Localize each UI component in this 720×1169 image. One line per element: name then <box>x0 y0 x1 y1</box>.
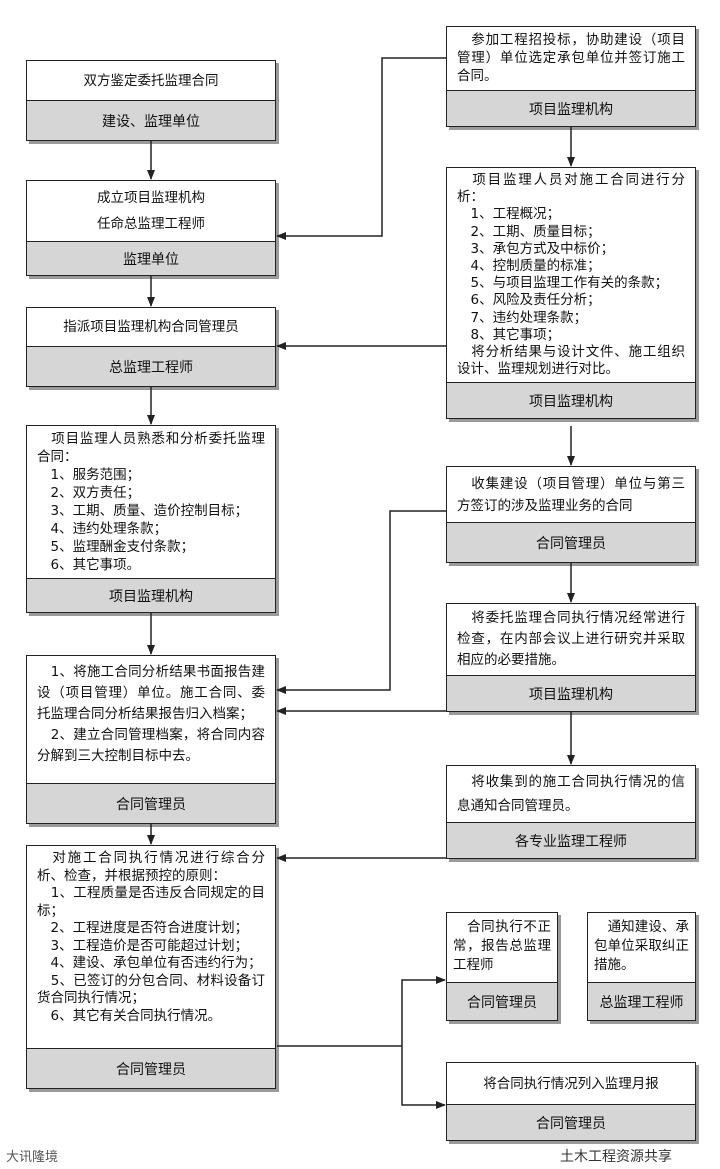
box-assign-manager: 指派项目监理机构合同管理员 总监理工程师 <box>26 307 276 387</box>
box-corrective-measures-text: 通知建设、承包单位采取纠正措施。 <box>594 919 689 973</box>
arrow-l6-to-r6 <box>401 976 446 1046</box>
box-monthly-report-text: 将合同执行情况列入监理月报 <box>483 1075 659 1092</box>
box-bidding-role: 项目监理机构 <box>447 90 695 126</box>
box-analyze-supervision-contract-role: 项目监理机构 <box>27 578 275 612</box>
box-bidding: 参加工程招投标，协助建设（项目管理）单位选定承包单位并签订施工合同。 项目监理机… <box>446 26 696 127</box>
box-analyze-construction-contract-text: 项目监理人员对施工合同进行分析： 1、工程概况； 2、工期、质量目标； 3、承包… <box>457 172 685 378</box>
box-analyze-construction-contract-role: 项目监理机构 <box>447 382 695 418</box>
box-report-archive-text: 1、将施工合同分析结果书面报告建设（项目管理）单位。施工合同、委托监理合同分析结… <box>37 664 265 764</box>
arrow-r3-to-l5 <box>276 510 446 694</box>
box-check-execution: 将委托监理合同执行情况经常进行检查，在内部会议上进行研究并采取相应的必要措施。 … <box>446 603 696 712</box>
box-monthly-report: 将合同执行情况列入监理月报 合同管理员 <box>446 1062 696 1141</box>
box-establish-agency-role: 监理单位 <box>27 241 275 275</box>
box-bidding-text: 参加工程招投标，协助建设（项目管理）单位选定承包单位并签订施工合同。 <box>457 32 685 84</box>
box-analyze-supervision-contract: 项目监理人员熟悉和分析委托监理合同： 1、服务范围； 2、双方责任； 3、工期、… <box>26 425 276 613</box>
box-establish-agency: 成立项目监理机构 任命总监理工程师 监理单位 <box>26 180 276 276</box>
watermark-right: 土木工程资源共享 <box>560 1149 672 1165</box>
box-abnormal-report-text: 合同执行不正常，报告总监理工程师 <box>453 919 551 973</box>
box-collect-third-party: 收集建设（项目管理）单位与第三方签订的涉及监理业务的合同 合同管理员 <box>446 466 696 563</box>
box-check-execution-role: 项目监理机构 <box>447 675 695 711</box>
box-notify-manager-text: 将收集到的施工合同执行情况的信息通知合同管理员。 <box>457 774 685 814</box>
box-comprehensive-analysis-role: 合同管理员 <box>27 1048 275 1088</box>
box-abnormal-report-role: 合同管理员 <box>447 982 557 1020</box>
box-monthly-report-role: 合同管理员 <box>447 1104 695 1140</box>
arrow-r1-to-l2 <box>276 57 446 240</box>
box-abnormal-report: 合同执行不正常，报告总监理工程师 合同管理员 <box>446 912 558 1021</box>
box-analyze-supervision-contract-text: 项目监理人员熟悉和分析委托监理合同： 1、服务范围； 2、双方责任； 3、工期、… <box>37 431 265 573</box>
arrow-l6-to-r8 <box>401 1046 446 1109</box>
box-corrective-measures-role: 总监理工程师 <box>588 982 695 1020</box>
box-assign-manager-text: 指派项目监理机构合同管理员 <box>63 319 239 335</box>
box-establish-agency-text: 成立项目监理机构 任命总监理工程师 <box>97 190 205 232</box>
watermark-left: 大讯隆境 <box>6 1150 59 1165</box>
box-report-archive: 1、将施工合同分析结果书面报告建设（项目管理）单位。施工合同、委托监理合同分析结… <box>26 655 276 824</box>
box-report-archive-role: 合同管理员 <box>27 783 275 823</box>
box-comprehensive-analysis: 对施工合同执行情况进行综合分析、检查，并根据预控的原则： 1、工程质量是否违反合… <box>26 845 276 1089</box>
box-collect-third-party-text: 收集建设（项目管理）单位与第三方签订的涉及监理业务的合同 <box>457 476 685 514</box>
box-notify-manager-role: 各专业监理工程师 <box>447 822 695 858</box>
box-sign-contract-text: 双方鉴定委托监理合同 <box>83 72 219 89</box>
box-corrective-measures: 通知建设、承包单位采取纠正措施。 总监理工程师 <box>587 912 696 1021</box>
box-collect-third-party-role: 合同管理员 <box>447 522 695 562</box>
box-comprehensive-analysis-text: 对施工合同执行情况进行综合分析、检查，并根据预控的原则： 1、工程质量是否违反合… <box>37 850 265 1024</box>
box-analyze-construction-contract: 项目监理人员对施工合同进行分析： 1、工程概况； 2、工期、质量目标； 3、承包… <box>446 167 696 419</box>
box-notify-manager: 将收集到的施工合同执行情况的信息通知合同管理员。 各专业监理工程师 <box>446 765 696 859</box>
box-sign-contract: 双方鉴定委托监理合同 建设、监理单位 <box>26 60 276 141</box>
box-check-execution-text: 将委托监理合同执行情况经常进行检查，在内部会议上进行研究并采取相应的必要措施。 <box>457 610 685 668</box>
box-assign-manager-role: 总监理工程师 <box>27 346 275 386</box>
box-sign-contract-role: 建设、监理单位 <box>27 100 275 140</box>
